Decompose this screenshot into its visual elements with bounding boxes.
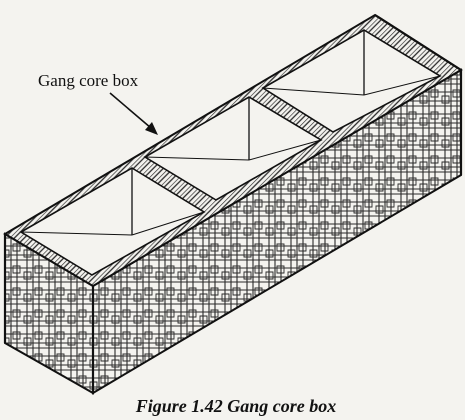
leader-line xyxy=(109,92,152,129)
leader-arrowhead xyxy=(145,122,158,135)
figure-caption: Figure 1.42 Gang core box xyxy=(135,396,337,416)
gang-core-box-label: Gang core box xyxy=(38,71,139,90)
